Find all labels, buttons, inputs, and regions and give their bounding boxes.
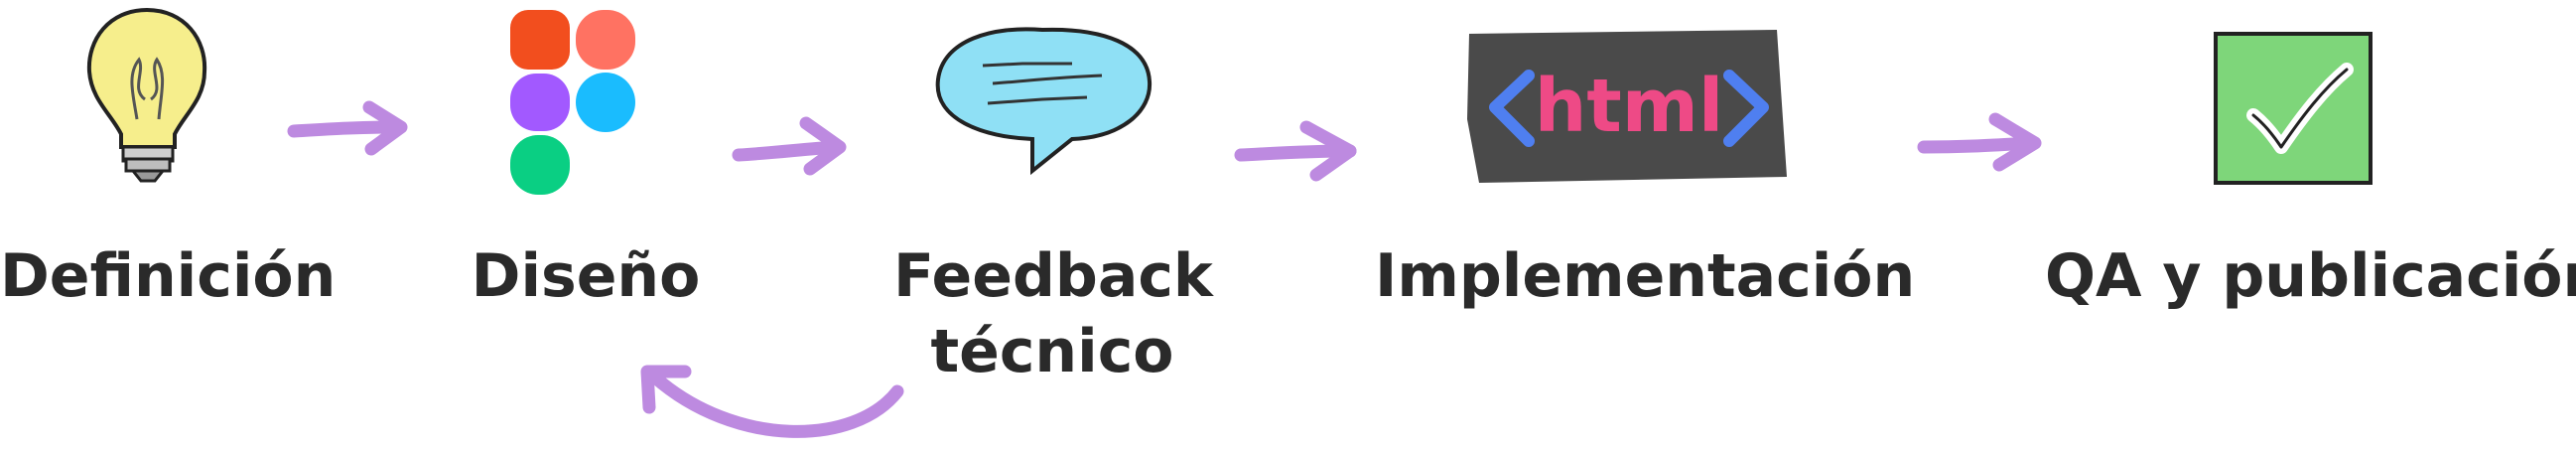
lightbulb-icon	[86, 7, 207, 183]
arrow-feedback-back-to-diseno	[640, 365, 904, 438]
step-label-definicion: Definición	[0, 241, 337, 311]
step-label-feedback-line1: Feedback	[893, 241, 1213, 311]
html-tag-icon: html	[1467, 30, 1787, 183]
arrow-diseno-to-feedback	[732, 116, 847, 176]
checkmark-box-icon	[2214, 32, 2373, 185]
speech-bubble-icon	[935, 27, 1152, 176]
step-label-qa-publicacion: QA y publicación	[2045, 241, 2576, 311]
html-tag-text: html	[1535, 64, 1724, 149]
figma-logo-icon	[510, 10, 635, 195]
step-label-implementacion: Implementación	[1375, 241, 1916, 311]
arrow-feedback-to-implementacion	[1234, 120, 1357, 182]
step-label-feedback-tecnico: Feedback técnico	[893, 238, 1213, 389]
step-label-diseno: Diseño	[471, 241, 701, 311]
arrow-implementacion-to-qa	[1917, 112, 2042, 172]
step-label-feedback-line2: técnico	[930, 317, 1174, 386]
arrow-definicion-to-diseno	[287, 100, 408, 156]
